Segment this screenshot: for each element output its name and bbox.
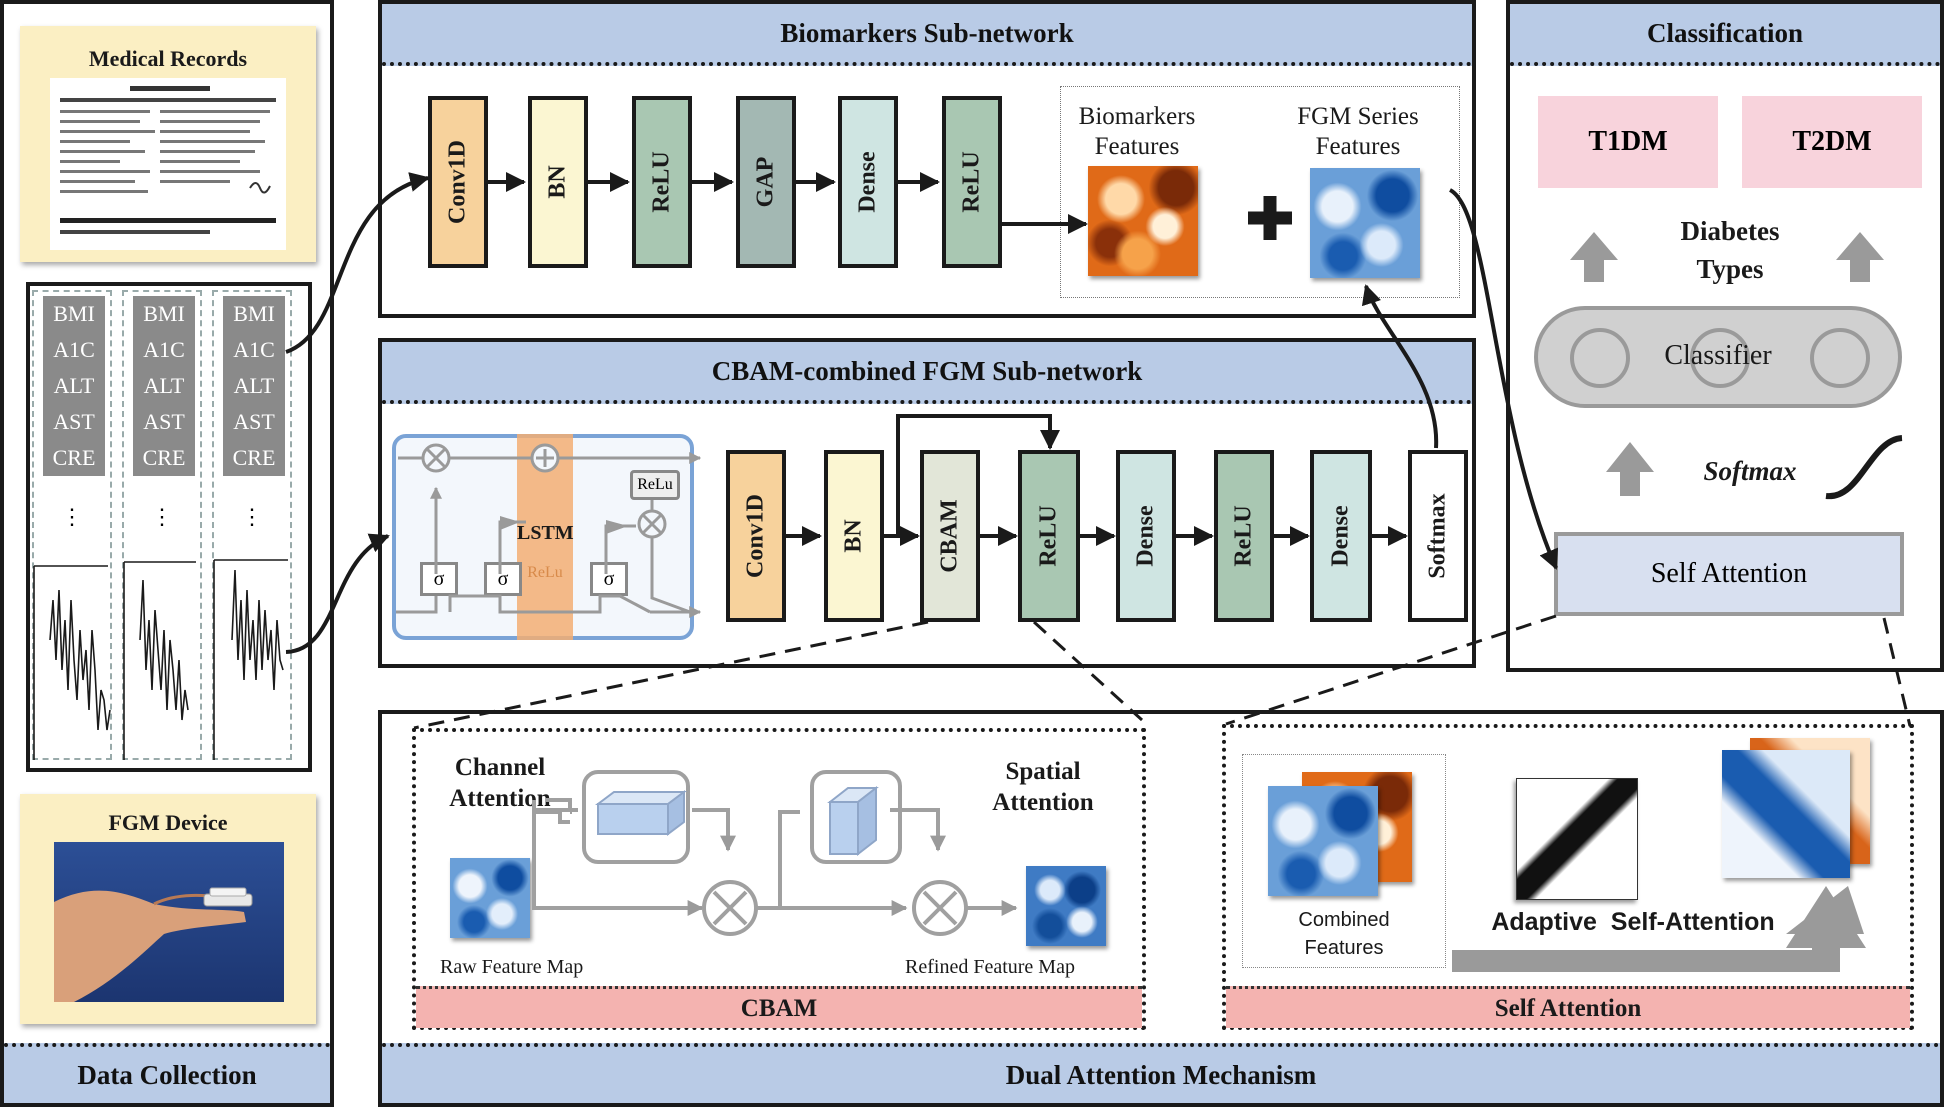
classifier-node <box>1570 328 1630 388</box>
data-collection-title: Data Collection <box>4 1043 330 1103</box>
bio-gap-layer: GAP <box>736 96 796 268</box>
data-collection-panel: Data Collection Medical Records <box>0 0 334 1107</box>
lstm-label: LSTM <box>517 522 574 544</box>
fgm-relu-layer: ReLU <box>1018 450 1080 622</box>
fgm-dense-layer: Dense <box>1116 450 1176 622</box>
classification-self-attention-block: Self Attention <box>1554 532 1904 616</box>
fgm-device-photo <box>54 842 284 1002</box>
t2dm-output: T2DM <box>1742 96 1922 188</box>
biomarker-chip: CRE <box>223 440 285 476</box>
combined-feature-map-front <box>1268 786 1378 896</box>
classifier-block: Classifier <box>1534 306 1902 408</box>
ellipsis: ⋮ <box>151 504 173 529</box>
cbam-frame <box>412 728 1146 1030</box>
classification-title: Classification <box>1510 4 1940 66</box>
biomarker-chip: AST <box>223 404 285 440</box>
data-columns-frame <box>26 282 312 772</box>
biomarker-chip: A1C <box>223 332 285 368</box>
t1dm-output: T1DM <box>1538 96 1718 188</box>
fgm-softmax-layer: Softmax <box>1408 450 1468 622</box>
fgm-conv1d-layer: Conv1D <box>726 450 786 622</box>
classifier-label: Classifier <box>1664 340 1772 371</box>
lstm-sigma-gate-1: σ <box>420 562 458 596</box>
fgm-relu-layer-2: ReLU <box>1214 450 1274 622</box>
self-attention-label-bar: Self Attention <box>1226 986 1910 1028</box>
classifier-node <box>1810 328 1870 388</box>
biomarker-chip: A1C <box>133 332 195 368</box>
raw-feature-map-label: Raw Feature Map <box>440 956 584 978</box>
patient-column-2: BMI A1C ALT AST CRE ⋮ <box>122 290 202 760</box>
medical-records-card: Medical Records <box>20 26 316 262</box>
bio-bn-layer: BN <box>528 96 588 268</box>
biomarker-chip: ALT <box>223 368 285 404</box>
refined-feature-map <box>1026 866 1106 946</box>
biomarkers-feature-map <box>1088 166 1198 276</box>
bio-conv1d-layer: Conv1D <box>428 96 488 268</box>
fgm-series-feature-map <box>1310 168 1420 278</box>
biomarker-chip: BMI <box>133 296 195 332</box>
softmax-label: Softmax <box>1703 456 1797 486</box>
bio-dense-layer: Dense <box>838 96 898 268</box>
biomarkers-subnetwork-title: Biomarkers Sub-network <box>382 4 1472 66</box>
cbam-label-bar: CBAM <box>416 986 1142 1028</box>
fgm-cbam-layer: CBAM <box>920 450 980 622</box>
biomarker-chip: CRE <box>133 440 195 476</box>
biomarker-chip: BMI <box>43 296 105 332</box>
raw-feature-map <box>450 858 530 938</box>
biomarker-chip: CRE <box>43 440 105 476</box>
fgm-dense-layer-2: Dense <box>1310 450 1372 622</box>
biomarker-chip: AST <box>133 404 195 440</box>
lstm-relu-node: ReLu <box>630 470 680 500</box>
dual-attention-title: Dual Attention Mechanism <box>382 1043 1940 1103</box>
bio-relu-layer: ReLU <box>632 96 692 268</box>
biomarker-chip: BMI <box>223 296 285 332</box>
bio-relu-layer-2: ReLU <box>942 96 1002 268</box>
medical-records-title: Medical Records <box>88 46 248 71</box>
biomarker-chip: ALT <box>133 368 195 404</box>
adaptive-self-attention-label: Adaptive Self-Attention <box>1491 908 1775 936</box>
lstm-sigma-gate-2: σ <box>484 562 522 596</box>
attention-weight-matrix <box>1516 778 1638 900</box>
combined-features-frame <box>1242 754 1446 968</box>
biomarker-chip: A1C <box>43 332 105 368</box>
ellipsis: ⋮ <box>61 504 83 529</box>
fgm-subnetwork-title: CBAM-combined FGM Sub-network <box>382 342 1472 404</box>
lstm-ghost-relu-label: ReLu <box>527 564 563 581</box>
classifier-node <box>1690 328 1750 388</box>
attended-feature-map-front <box>1722 750 1850 878</box>
patient-column-3: BMI A1C ALT AST CRE ⋮ <box>212 290 292 760</box>
refined-feature-map-label: Refined Feature Map <box>905 956 1075 978</box>
biomarker-chip: ALT <box>43 368 105 404</box>
fgm-device-title: FGM Device <box>108 810 228 835</box>
fgm-bn-layer: BN <box>824 450 884 622</box>
medical-record-document-icon <box>50 78 286 250</box>
biomarker-chip: AST <box>43 404 105 440</box>
fgm-device-card: FGM Device <box>20 794 316 1024</box>
patient-column-1: BMI A1C ALT AST CRE ⋮ <box>32 290 112 760</box>
lstm-sigma-gate-3: σ <box>590 562 628 596</box>
ellipsis: ⋮ <box>241 504 263 529</box>
self-attention-frame <box>1222 724 1914 1030</box>
